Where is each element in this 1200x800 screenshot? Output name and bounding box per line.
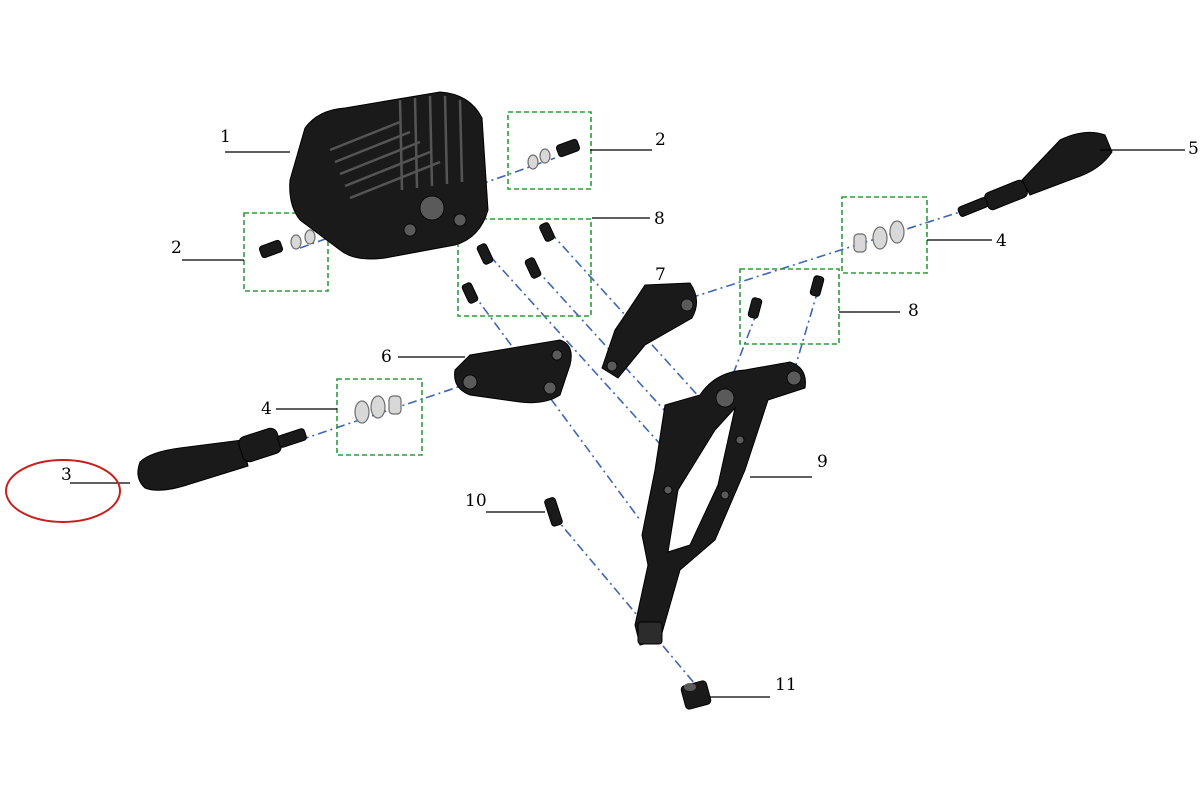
part-4-washer-stack-right (853, 220, 905, 253)
callout-2-left: 2 (171, 238, 182, 258)
callout-10: 10 (465, 491, 487, 511)
part-2-screw-set-left (258, 229, 316, 259)
callout-8-right: 8 (908, 301, 919, 321)
group-box-8-left (457, 218, 592, 317)
callout-2-right: 2 (655, 130, 666, 150)
part-7-right-bracket (601, 282, 697, 379)
callout-5: 5 (1188, 139, 1199, 159)
callout-9: 9 (817, 452, 828, 472)
callout-8-left: 8 (654, 209, 665, 229)
part-5-right-stalk (957, 131, 1113, 217)
callout-3: 3 (61, 465, 72, 485)
callout-11: 11 (775, 675, 797, 695)
part-1-finned-housing (289, 91, 489, 260)
part-2-screw-set-right (527, 138, 581, 170)
callout-numbers: 1 2 2 8 5 4 7 8 6 4 3 9 10 11 (61, 127, 1199, 695)
callout-1: 1 (220, 127, 231, 147)
callout-7: 7 (655, 265, 666, 285)
highlight-circle-part-3 (5, 459, 121, 523)
callout-6: 6 (381, 347, 392, 367)
part-6-left-bracket (454, 339, 572, 404)
group-box-4-left (336, 378, 423, 456)
part-8-bolt-set-left (461, 222, 555, 304)
part-4-washer-stack-left (354, 395, 402, 424)
part-9-main-bracket (634, 361, 806, 646)
part-3-left-stalk (137, 427, 307, 491)
group-box-4-right (841, 196, 928, 274)
callout-4-left: 4 (261, 399, 272, 419)
part-8-bolt-set-right (747, 275, 825, 319)
part-10-screw (544, 497, 563, 527)
callout-4-right: 4 (996, 231, 1007, 251)
leader-lines (70, 149, 1185, 698)
group-box-8-right (739, 268, 840, 345)
part-11-nut (680, 680, 712, 710)
group-boxes (243, 111, 928, 456)
group-box-2-left (243, 212, 329, 292)
